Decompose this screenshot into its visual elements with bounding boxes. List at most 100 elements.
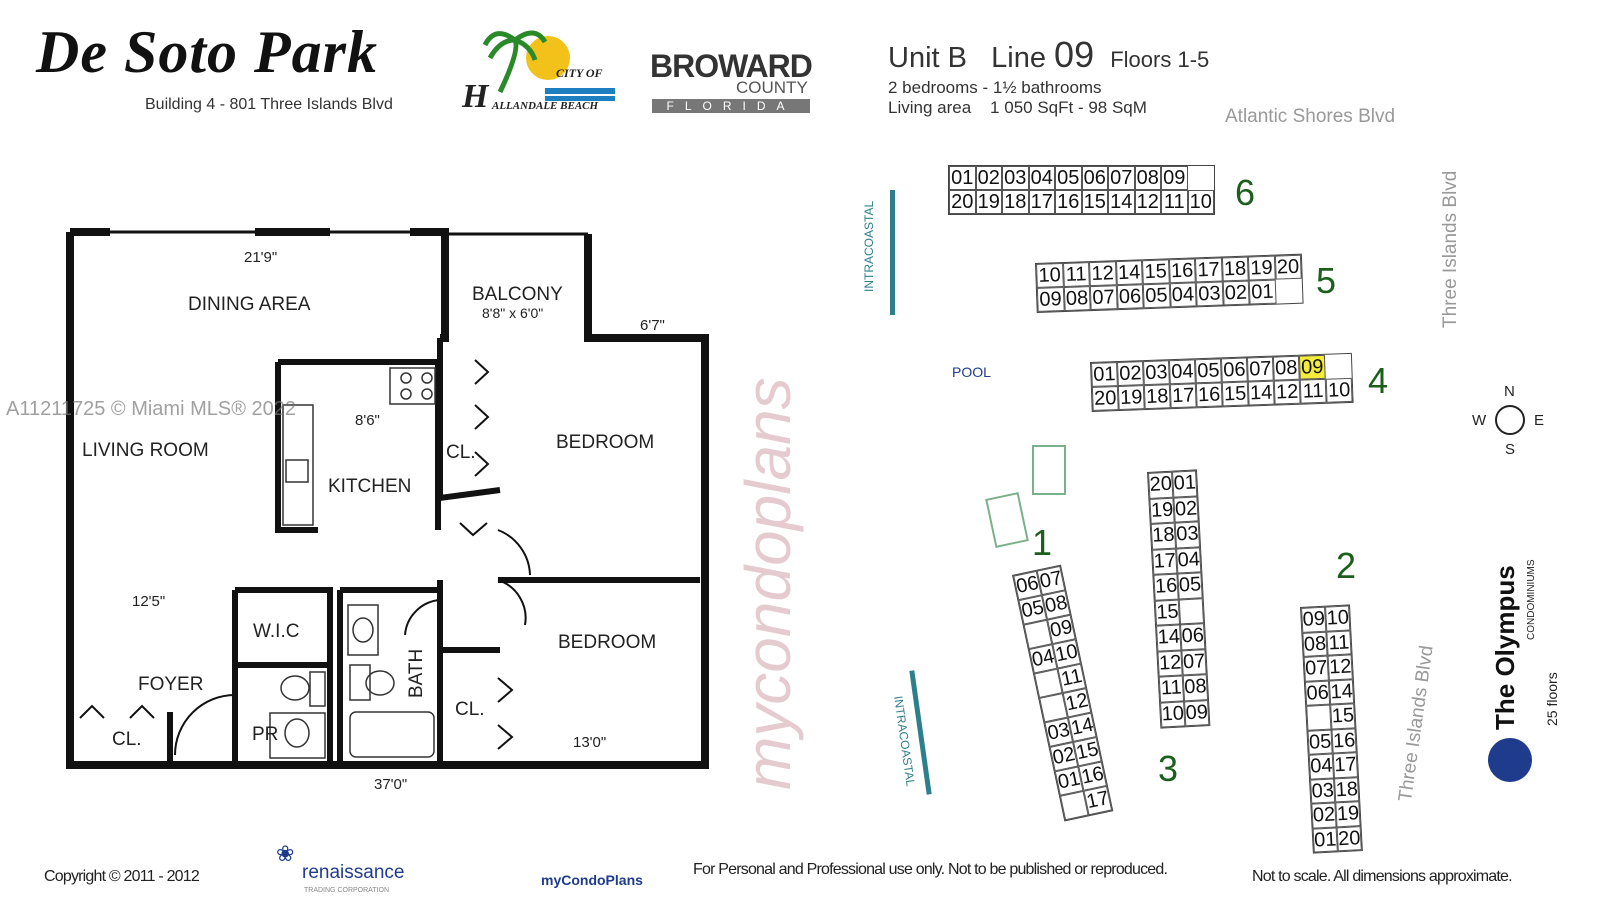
unit-cell: 09 [1301, 606, 1327, 633]
mycondoplans-logo: myCondoPlans [541, 872, 643, 888]
room-kitchen: KITCHEN [328, 476, 411, 497]
unit-cell: 19 [975, 190, 1002, 214]
line-number: 09 [1054, 34, 1095, 75]
fixtures [269, 367, 436, 759]
road-atlantic-shores: Atlantic Shores Blvd [1225, 106, 1396, 127]
renaissance-logo: ❀ renaissance TRADING CORPORATION [276, 842, 416, 902]
unit-cell: 08 [1063, 286, 1091, 312]
unit-cell: 02 [1222, 280, 1250, 306]
unit-cell: 19 [1117, 385, 1145, 411]
unit-cell: 09 [1161, 166, 1188, 190]
unit-cell: 03 [1195, 281, 1224, 307]
building-address: Building 4 - 801 Three Islands Blvd [145, 96, 393, 113]
unit-cell: 04 [1028, 166, 1055, 190]
renaissance-icon: ❀ [276, 841, 295, 866]
unit-cell: 07 [1181, 648, 1207, 676]
tennis-court-1 [1032, 445, 1066, 495]
unit-cell: 18 [1143, 384, 1171, 410]
dim-left: 12'5" [132, 593, 165, 610]
room-wic: W.I.C [253, 621, 299, 642]
unit-cell: 03 [1174, 521, 1200, 549]
dim-top: 21'9" [244, 249, 277, 266]
doors [79, 359, 531, 756]
mls-watermark: A11211725 © Miami MLS® 2022 [6, 398, 296, 420]
unit-cell: 09 [1036, 287, 1065, 312]
compass-e: E [1534, 412, 1545, 429]
road-three-islands-1: Three Islands Blvd [1440, 170, 1461, 328]
building-number-6: 6 [1235, 172, 1256, 213]
room-closet-1: CL. [446, 442, 476, 463]
unit-cell: 07 [1089, 285, 1118, 311]
unit-cell: 17 [1083, 785, 1113, 816]
room-bath: BATH [406, 649, 427, 698]
unit-cell: 06 [1220, 357, 1248, 383]
unit-cell [1306, 704, 1332, 731]
bedrooms-info: 2 bedrooms - 1½ bathrooms [888, 78, 1102, 97]
unit-cell: 10 [1325, 605, 1351, 632]
unit-cell: 06 [1116, 284, 1144, 310]
unit-cell: 03 [1310, 777, 1336, 804]
building-number-3: 3 [1158, 748, 1179, 789]
unit-cell: 01 [1172, 470, 1198, 498]
unit-cell: 16 [1153, 573, 1179, 601]
county-logo-county: COUNTY [736, 78, 808, 97]
renaissance-name: renaissance [302, 862, 405, 883]
unit-cell: 12 [1089, 261, 1117, 287]
unit-cell: 18 [1150, 522, 1177, 550]
unit-cell: 10 [1160, 700, 1186, 728]
city-logo: CITY OF H ALLANDALE BEACH [460, 20, 620, 115]
floors-label: Floors 1-5 [1110, 47, 1210, 72]
unit-cell: 10 [1325, 377, 1353, 403]
renaissance-sub: TRADING CORPORATION [304, 887, 390, 894]
road-three-islands-2: Three Islands Blvd [1395, 644, 1438, 803]
walls [66, 228, 709, 769]
unit-cell: 17 [1152, 548, 1178, 575]
unit-cell: 07 [1246, 356, 1274, 382]
unit-cell: 16 [1195, 382, 1223, 408]
unit-cell: 06 [1304, 680, 1331, 706]
unit-cell: 15 [1154, 599, 1181, 626]
filler [1188, 166, 1215, 190]
unit-cell: 19 [1247, 255, 1276, 281]
unit-cell: 15 [1330, 703, 1356, 730]
unit-cell: 09 [1184, 699, 1210, 727]
unit-cell: 17 [1332, 752, 1358, 778]
scale-notice: Not to scale. All dimensions approximate… [1252, 868, 1513, 885]
intracoastal-line-1 [890, 190, 895, 315]
unit-cell: 19 [1335, 801, 1361, 827]
page-title: De Soto Park [36, 19, 378, 85]
unit-cell: 16 [1331, 727, 1357, 754]
room-bedroom-2: BEDROOM [558, 632, 656, 653]
unit-cell: 01 [1091, 362, 1118, 387]
unit-cell: 03 [1002, 166, 1029, 190]
unit-cell: 20 [1148, 471, 1174, 499]
unit-cell: 15 [1141, 259, 1170, 285]
unit-cell: 20 [1091, 386, 1119, 411]
living-area-info: Living area 1 050 SqFt - 98 SqM [888, 98, 1147, 117]
copyright: Copyright © 2011 - 2012 [44, 868, 200, 885]
room-foyer: FOYER [138, 674, 203, 695]
compass: N S W E [1472, 383, 1548, 459]
compass-s: S [1505, 441, 1516, 458]
unit-cell: 14 [1328, 678, 1355, 705]
balcony-dim: 8'8" x 6'0" [482, 305, 543, 321]
unit-cell: 17 [1194, 257, 1223, 283]
unit-cell: 19 [1149, 497, 1175, 524]
room-dining: DINING AREA [188, 294, 311, 315]
unit-cell: 16 [1055, 190, 1082, 214]
unit-cell: 01 [1312, 826, 1338, 853]
olympus-name: The Olympus [1490, 565, 1520, 730]
county-logo-name: BROWARD [650, 48, 813, 84]
unit-cell: 05 [1142, 283, 1171, 309]
unit-cell: 20 [949, 190, 976, 214]
unit-cell: 14 [1247, 380, 1275, 406]
unit-cell: 08 [1302, 631, 1328, 657]
pool-label: POOL [952, 364, 991, 380]
unit-cell: 11 [1299, 378, 1327, 404]
unit-cell: 10 [1036, 263, 1064, 288]
room-closet-foyer: CL. [112, 729, 142, 750]
room-balcony: BALCONY [472, 284, 563, 305]
